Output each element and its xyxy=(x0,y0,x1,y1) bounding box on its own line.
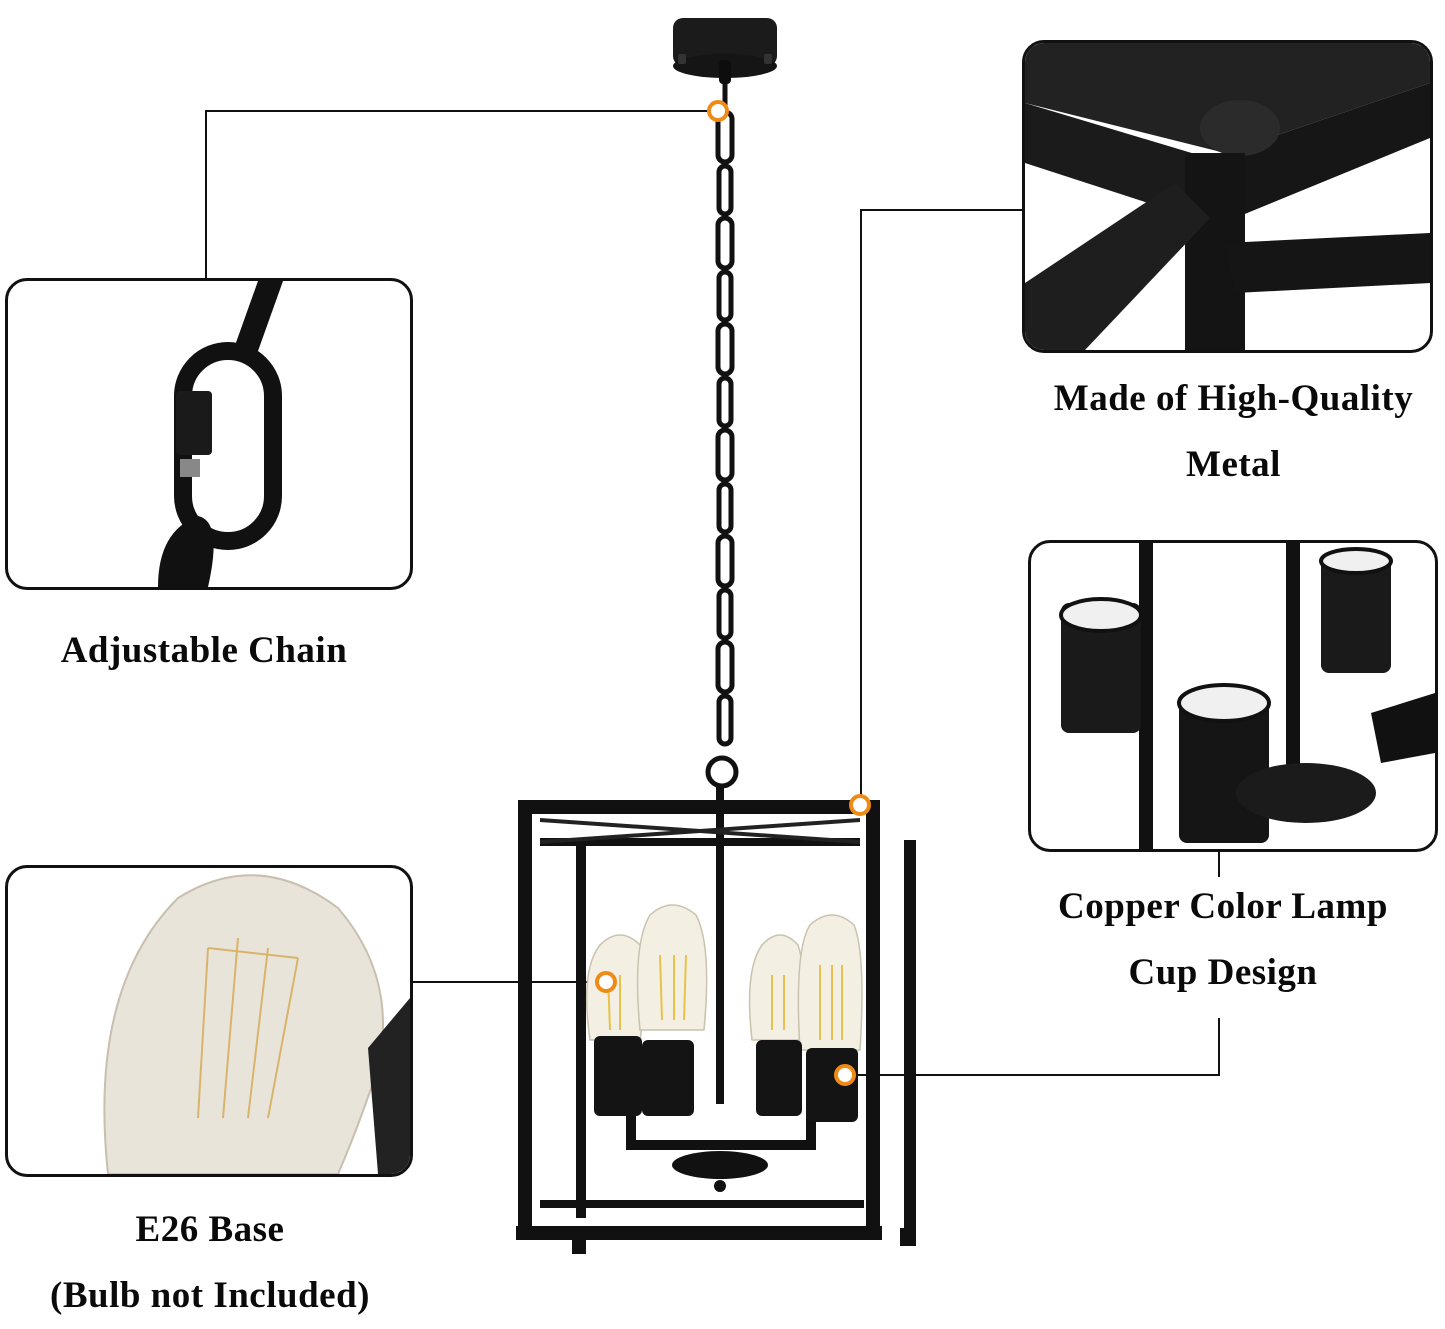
caption-metal-line-1: Made of High-Quality xyxy=(1053,378,1414,419)
socket-cups-closeup-image xyxy=(1059,543,1435,849)
caption-bulb: E26 Base (Bulb not Included) xyxy=(0,1197,420,1329)
feature-panel-bulb xyxy=(5,865,413,1177)
callout-dot-metal[interactable] xyxy=(849,794,871,816)
caption-metal: Made of High-Quality Metal xyxy=(1022,366,1445,498)
callout-dot-lampcup[interactable] xyxy=(834,1064,856,1086)
callout-dot-chain[interactable] xyxy=(707,100,729,122)
leader-line-metal-v xyxy=(860,210,862,805)
chandelier-illustration xyxy=(516,18,916,1254)
leader-line-metal-h xyxy=(860,209,1022,211)
caption-lampcup: Copper Color Lamp Cup Design xyxy=(1018,874,1428,1006)
leader-line-lampcup-stub xyxy=(1218,852,1220,876)
frame-corner-closeup-image xyxy=(1025,43,1430,350)
callout-dot-bulb[interactable] xyxy=(595,971,617,993)
leader-line-chain-v xyxy=(205,110,207,278)
feature-panel-metal xyxy=(1022,40,1433,353)
edison-bulb-closeup-image xyxy=(103,874,410,1174)
caption-metal-line-2: Metal xyxy=(1186,444,1281,485)
caption-chain: Adjustable Chain xyxy=(0,618,408,684)
feature-panel-lampcup xyxy=(1028,540,1438,852)
caption-lampcup-line-1: Copper Color Lamp xyxy=(1058,886,1388,927)
feature-panel-chain xyxy=(5,278,413,590)
leader-line-bulb-h xyxy=(412,981,606,983)
leader-line-chain-h xyxy=(206,110,718,112)
leader-line-lampcup-h xyxy=(845,1074,1220,1076)
caption-chain-line-1: Adjustable Chain xyxy=(60,630,348,671)
chain-closeup-image xyxy=(158,281,283,587)
caption-lampcup-line-2: Cup Design xyxy=(1128,952,1318,993)
leader-line-lampcup-v xyxy=(1218,1018,1220,1076)
caption-bulb-line-1: E26 Base xyxy=(135,1209,285,1250)
caption-bulb-line-2: (Bulb not Included) xyxy=(50,1275,370,1316)
